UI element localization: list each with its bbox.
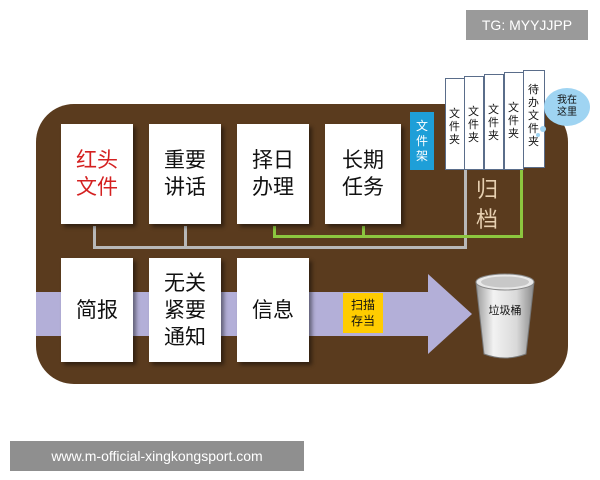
- telegram-watermark: TG: MYYJJPP: [466, 10, 588, 40]
- connector-gray: [464, 168, 467, 249]
- folder: 文件夹: [445, 78, 465, 170]
- trash-bin-label: 垃圾桶: [488, 304, 522, 317]
- connector-green: [362, 226, 365, 238]
- card-label: 无关紧要通知: [164, 270, 206, 349]
- file-rack-label: 文件架: [410, 112, 434, 170]
- card-brief-report: 简报: [61, 258, 133, 362]
- card-long-term-task: 长期任务: [325, 124, 401, 224]
- card-label: 信息: [252, 297, 294, 322]
- folder: 文件夹: [504, 72, 524, 170]
- folder: 文件夹: [484, 74, 504, 170]
- card-unimportant-notice: 无关紧要通知: [149, 258, 221, 362]
- connector-gray: [93, 246, 467, 249]
- card-information: 信息: [237, 258, 309, 362]
- bubble-dot: [540, 126, 546, 132]
- connector-gray: [184, 226, 187, 248]
- pending-folder: 待办文件夹: [523, 70, 545, 168]
- card-important-speech: 重要讲话: [149, 124, 221, 224]
- scan-and-save-tag: 扫描存当: [343, 293, 383, 333]
- card-label: 红头文件: [76, 148, 118, 199]
- bubble-dot: [536, 133, 540, 137]
- card-label: 长期任务: [342, 148, 384, 199]
- connector-green: [273, 235, 523, 238]
- card-label: 择日办理: [252, 148, 294, 199]
- connector-green: [273, 226, 276, 238]
- url-watermark: www.m-official-xingkongsport.com: [10, 441, 304, 471]
- connector-green: [520, 158, 523, 238]
- card-schedule-later: 择日办理: [237, 124, 309, 224]
- card-red-header-document: 红头文件: [61, 124, 133, 224]
- folder: 文件夹: [464, 76, 484, 170]
- card-label: 简报: [76, 297, 118, 322]
- you-are-here-bubble: 我在这里: [544, 88, 590, 126]
- connector-gray: [93, 226, 96, 248]
- trash-bin-icon: [475, 273, 535, 359]
- card-label: 重要讲话: [164, 148, 206, 199]
- archive-label: 归档: [475, 178, 498, 233]
